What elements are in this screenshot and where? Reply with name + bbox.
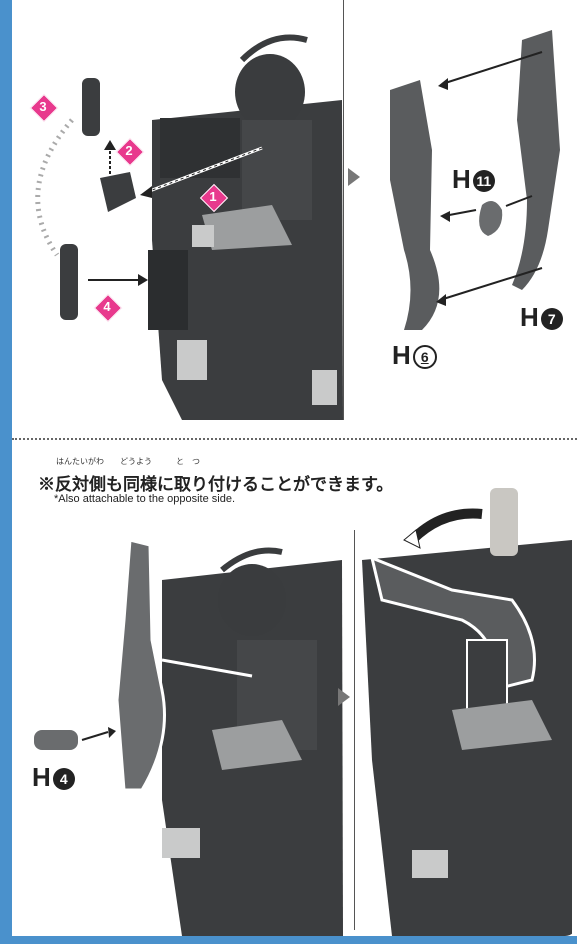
step-3-marker: 3 — [29, 93, 59, 123]
panel-divider-top — [343, 0, 344, 420]
part-label-h11-number: 11 — [472, 170, 495, 193]
part-label-h4-prefix: H — [32, 762, 51, 792]
part-label-h6-prefix: H — [392, 340, 411, 370]
part-label-h7-number: 7 — [540, 308, 563, 331]
step-2-marker: 2 — [115, 137, 145, 167]
step-4-marker: 4 — [93, 293, 123, 323]
note-furigana: はんたいがわ どうよう と つ — [56, 457, 200, 466]
page-border-left — [0, 0, 12, 944]
section-divider — [12, 438, 577, 440]
part-label-h4-number: 4 — [52, 768, 75, 791]
result-arrow — [338, 688, 350, 706]
step-1-number: 1 — [209, 189, 217, 204]
part-label-h7-prefix: H — [520, 302, 539, 332]
step-3-number: 3 — [39, 99, 47, 114]
step-1-marker: 1 — [199, 183, 229, 213]
robot-illustration-top-left — [35, 34, 343, 420]
next-step-arrow — [348, 168, 360, 186]
parts-illustration-top-right — [390, 30, 560, 330]
step-4-number: 4 — [103, 299, 111, 314]
part-label-h11-prefix: H — [452, 164, 471, 194]
robot-illustration-bottom-left — [34, 538, 343, 936]
note-japanese: ※反対側も同様に取り付けることができます。 — [38, 475, 394, 494]
note-english: *Also attachable to the opposite side. — [54, 493, 236, 505]
robot-illustration-bottom-right — [362, 488, 572, 936]
part-label-h6-number: 6 — [412, 345, 437, 370]
step-2-number: 2 — [125, 143, 133, 158]
panel-divider-bottom — [354, 530, 355, 930]
page-border-bottom — [0, 936, 577, 944]
